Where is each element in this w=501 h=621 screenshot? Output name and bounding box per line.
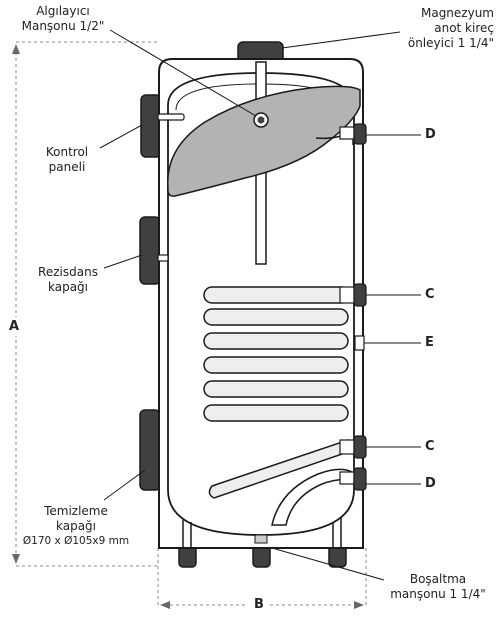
leader-lines xyxy=(99,29,421,581)
dimension-label-b: B xyxy=(250,597,268,612)
top-deflector xyxy=(167,85,361,197)
label-control-panel-line2: paneli xyxy=(48,160,86,174)
port-letter-d-top: D xyxy=(425,127,436,142)
heater-cover-box xyxy=(139,216,161,285)
label-magnesium-anode-line3: önleyici 1 1/4" xyxy=(407,36,494,50)
label-cleaning-cover-dims: Ø170 x Ø105x9 mm xyxy=(22,535,130,547)
dimension-label-a: A xyxy=(9,317,20,336)
label-sensor-socket: Algılayıcı Manşonu 1/2" xyxy=(8,4,118,34)
port-letter-e-mid: E xyxy=(425,335,434,350)
dimension-lines xyxy=(15,41,367,605)
label-drain-socket: Boşaltma manşonu 1 1/4" xyxy=(380,572,496,602)
label-heater-cover: Rezisdans kapağı xyxy=(28,265,108,295)
cleaning-cover-box xyxy=(139,409,161,491)
label-sensor-socket-line1: Algılayıcı xyxy=(36,4,90,18)
label-heater-cover-line1: Rezisdans xyxy=(38,265,98,279)
label-cleaning-cover-line1: Temizleme xyxy=(44,504,108,518)
label-magnesium-anode-line2: anot kireç xyxy=(434,21,494,35)
label-magnesium-anode: Magnezyum anot kireç önleyici 1 1/4" xyxy=(380,6,494,51)
label-drain-socket-line1: Boşaltma xyxy=(409,572,467,586)
port-letter-c-upper: C xyxy=(425,287,435,302)
label-cleaning-cover: Temizleme kapağı Ø170 x Ø105x9 mm xyxy=(20,504,132,549)
heat-exchanger-coil xyxy=(203,286,351,499)
label-sensor-socket-line2: Manşonu 1/2" xyxy=(21,19,105,33)
port-letter-d-bottom: D xyxy=(425,476,436,491)
label-heater-cover-line2: kapağı xyxy=(47,280,88,294)
label-drain-socket-line2: manşonu 1 1/4" xyxy=(390,587,486,601)
label-magnesium-anode-line1: Magnezyum xyxy=(420,6,494,20)
port-letter-c-lower: C xyxy=(425,439,435,454)
label-control-panel: Kontrol paneli xyxy=(36,145,98,175)
dimension-arrows xyxy=(12,44,364,609)
label-cleaning-cover-line2: kapağı xyxy=(55,519,96,533)
inner-legs xyxy=(182,518,342,548)
label-control-panel-line1: Kontrol xyxy=(45,145,89,159)
right-ports xyxy=(339,123,367,491)
